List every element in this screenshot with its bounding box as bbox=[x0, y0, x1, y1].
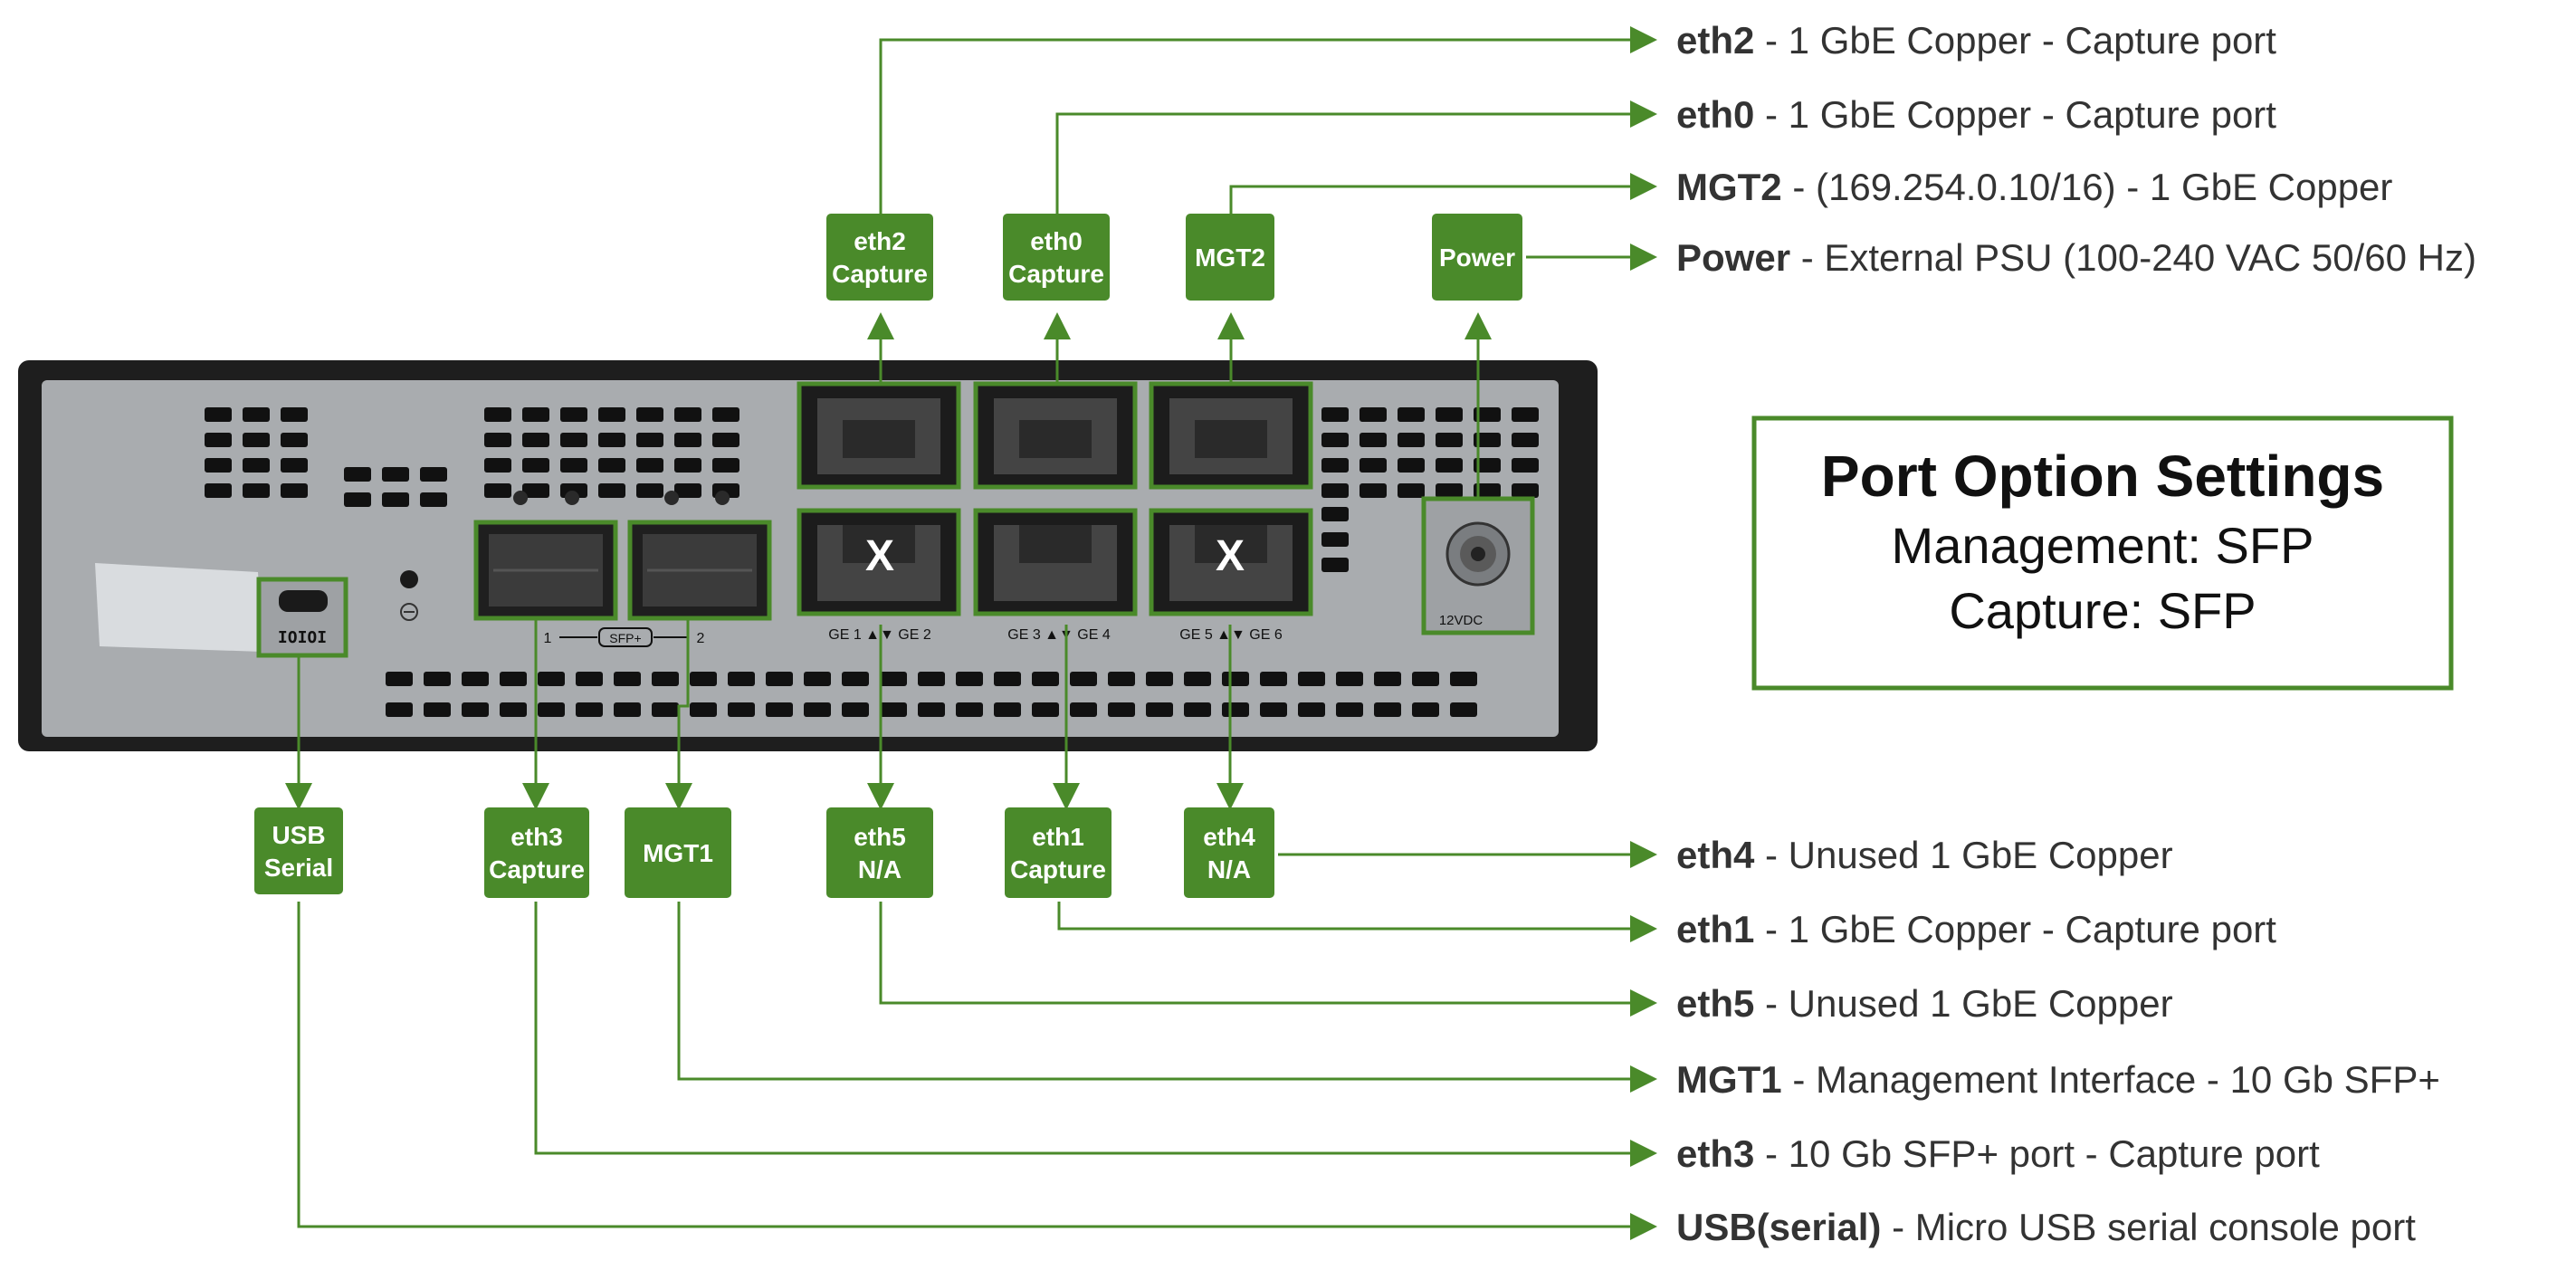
power-symbol-icon bbox=[400, 603, 418, 621]
status-led bbox=[565, 491, 579, 505]
sfp-port-2 bbox=[627, 520, 772, 621]
status-led bbox=[715, 491, 730, 505]
description-port-name: Power bbox=[1676, 236, 1790, 279]
connector-usb bbox=[297, 902, 1657, 1240]
description-mgt2: MGT2 - (169.254.0.10/16) - 1 GbE Copper bbox=[1676, 166, 2392, 208]
port-tag-power: Power bbox=[1432, 214, 1522, 301]
description-detail: - 1 GbE Copper - Capture port bbox=[1754, 19, 2276, 62]
port-tag-text: eth4 bbox=[1203, 823, 1255, 851]
dc-input-label: 12VDC bbox=[1439, 613, 1484, 628]
connector-mgt1 bbox=[677, 902, 1657, 1093]
port-tag-text: Serial bbox=[264, 854, 333, 882]
connector-eth0 bbox=[1055, 100, 1657, 214]
dc-power-jack: 12VDC bbox=[1421, 496, 1535, 635]
port-tag-text: eth1 bbox=[1032, 823, 1084, 851]
description-detail: - Management Interface - 10 Gb SFP+ bbox=[1782, 1058, 2440, 1101]
description-power: Power - External PSU (100-240 VAC 50/60 … bbox=[1676, 236, 2476, 279]
description-port-name: eth1 bbox=[1676, 908, 1754, 950]
port-tag-text: Power bbox=[1439, 243, 1515, 272]
sfp-port2-label: 2 bbox=[697, 631, 705, 646]
connector-eth2 bbox=[879, 26, 1657, 214]
port-tag-usb: USB Serial bbox=[254, 807, 343, 894]
description-eth0: eth0 - 1 GbE Copper - Capture port bbox=[1676, 93, 2276, 136]
port-tag-text: MGT1 bbox=[643, 839, 713, 867]
description-port-name: eth0 bbox=[1676, 93, 1754, 136]
connector-eth1 bbox=[1057, 902, 1657, 942]
description-detail: - 1 GbE Copper - Capture port bbox=[1754, 908, 2276, 950]
sfp-port1-label: 1 bbox=[544, 631, 552, 646]
link-mgt1 bbox=[665, 618, 692, 810]
port-tag-text: eth5 bbox=[854, 823, 906, 851]
port-tag-text: eth3 bbox=[510, 823, 563, 851]
connector-mgt2 bbox=[1229, 173, 1657, 214]
port-tag-mgt2: MGT2 bbox=[1186, 214, 1274, 301]
port-tag-text: eth0 bbox=[1030, 227, 1083, 255]
description-eth5: eth5 - Unused 1 GbE Copper bbox=[1676, 982, 2173, 1025]
vent-holes bbox=[205, 407, 1539, 717]
port-tag-text: MGT2 bbox=[1195, 243, 1265, 272]
status-led bbox=[664, 491, 679, 505]
description-eth2: eth2 - 1 GbE Copper - Capture port bbox=[1676, 19, 2276, 62]
description-usb: USB(serial) - Micro USB serial console p… bbox=[1676, 1206, 2416, 1248]
description-detail: - External PSU (100-240 VAC 50/60 Hz) bbox=[1790, 236, 2476, 279]
port-tag-text: Capture bbox=[489, 855, 585, 883]
usb-mark-label: IOIOI bbox=[278, 628, 327, 647]
settings-title: Port Option Settings bbox=[1821, 444, 2384, 509]
sfp-group-label: SFP+ bbox=[609, 631, 641, 645]
description-port-name: USB(serial) bbox=[1676, 1206, 1881, 1248]
description-detail: - 1 GbE Copper - Capture port bbox=[1754, 93, 2276, 136]
port-tag-text: Capture bbox=[1008, 260, 1104, 288]
connector-lines bbox=[285, 26, 1657, 1240]
status-led bbox=[513, 491, 528, 505]
usb-port-icon bbox=[279, 590, 328, 612]
port-tag-text: USB bbox=[272, 821, 325, 849]
description-mgt1: MGT1 - Management Interface - 10 Gb SFP+ bbox=[1676, 1058, 2440, 1101]
description-eth4: eth4 - Unused 1 GbE Copper bbox=[1676, 834, 2173, 876]
port-option-settings-box: Port Option Settings Management: SFP Cap… bbox=[1751, 415, 2454, 691]
port-tag-text: Capture bbox=[1010, 855, 1106, 883]
port-tag-mgt1: MGT1 bbox=[625, 807, 731, 898]
description-detail: - Unused 1 GbE Copper bbox=[1754, 982, 2172, 1025]
connector-eth3 bbox=[534, 902, 1657, 1167]
description-detail: - Unused 1 GbE Copper bbox=[1754, 834, 2172, 876]
description-port-name: MGT1 bbox=[1676, 1058, 1782, 1101]
description-detail: - (169.254.0.10/16) - 1 GbE Copper bbox=[1782, 166, 2393, 208]
description-port-name: MGT2 bbox=[1676, 166, 1782, 208]
description-detail: - 10 Gb SFP+ port - Capture port bbox=[1754, 1132, 2320, 1175]
connector-eth5 bbox=[879, 902, 1657, 1017]
port-tag-text: eth2 bbox=[854, 227, 906, 255]
description-eth1: eth1 - 1 GbE Copper - Capture port bbox=[1676, 908, 2276, 950]
description-port-name: eth5 bbox=[1676, 982, 1754, 1025]
description-port-name: eth3 bbox=[1676, 1132, 1754, 1175]
description-port-name: eth2 bbox=[1676, 19, 1754, 62]
sticker bbox=[95, 563, 262, 652]
settings-capture: Capture: SFP bbox=[1949, 582, 2256, 639]
port-tag-text: N/A bbox=[858, 855, 902, 883]
rj45-ports bbox=[797, 381, 1313, 616]
appliance-rear-panel: IOIOI 1 SFP+ 2 GE 1 ▲▼ GE 2 GE 3 ▲▼ GE 4… bbox=[18, 360, 1598, 751]
ge34-label: GE 3 ▲▼ GE 4 bbox=[1007, 627, 1111, 643]
unused-mark-eth5: X bbox=[865, 532, 894, 580]
reset-button bbox=[400, 570, 418, 588]
settings-management: Management: SFP bbox=[1892, 517, 2314, 574]
description-eth3: eth3 - 10 Gb SFP+ port - Capture port bbox=[1676, 1132, 2320, 1175]
unused-mark-eth4: X bbox=[1216, 532, 1245, 580]
description-detail: - Micro USB serial console port bbox=[1881, 1206, 2416, 1248]
port-tag-text: N/A bbox=[1207, 855, 1251, 883]
sfp-port-1 bbox=[473, 520, 618, 621]
description-port-name: eth4 bbox=[1676, 834, 1755, 876]
port-tag-text: Capture bbox=[832, 260, 928, 288]
